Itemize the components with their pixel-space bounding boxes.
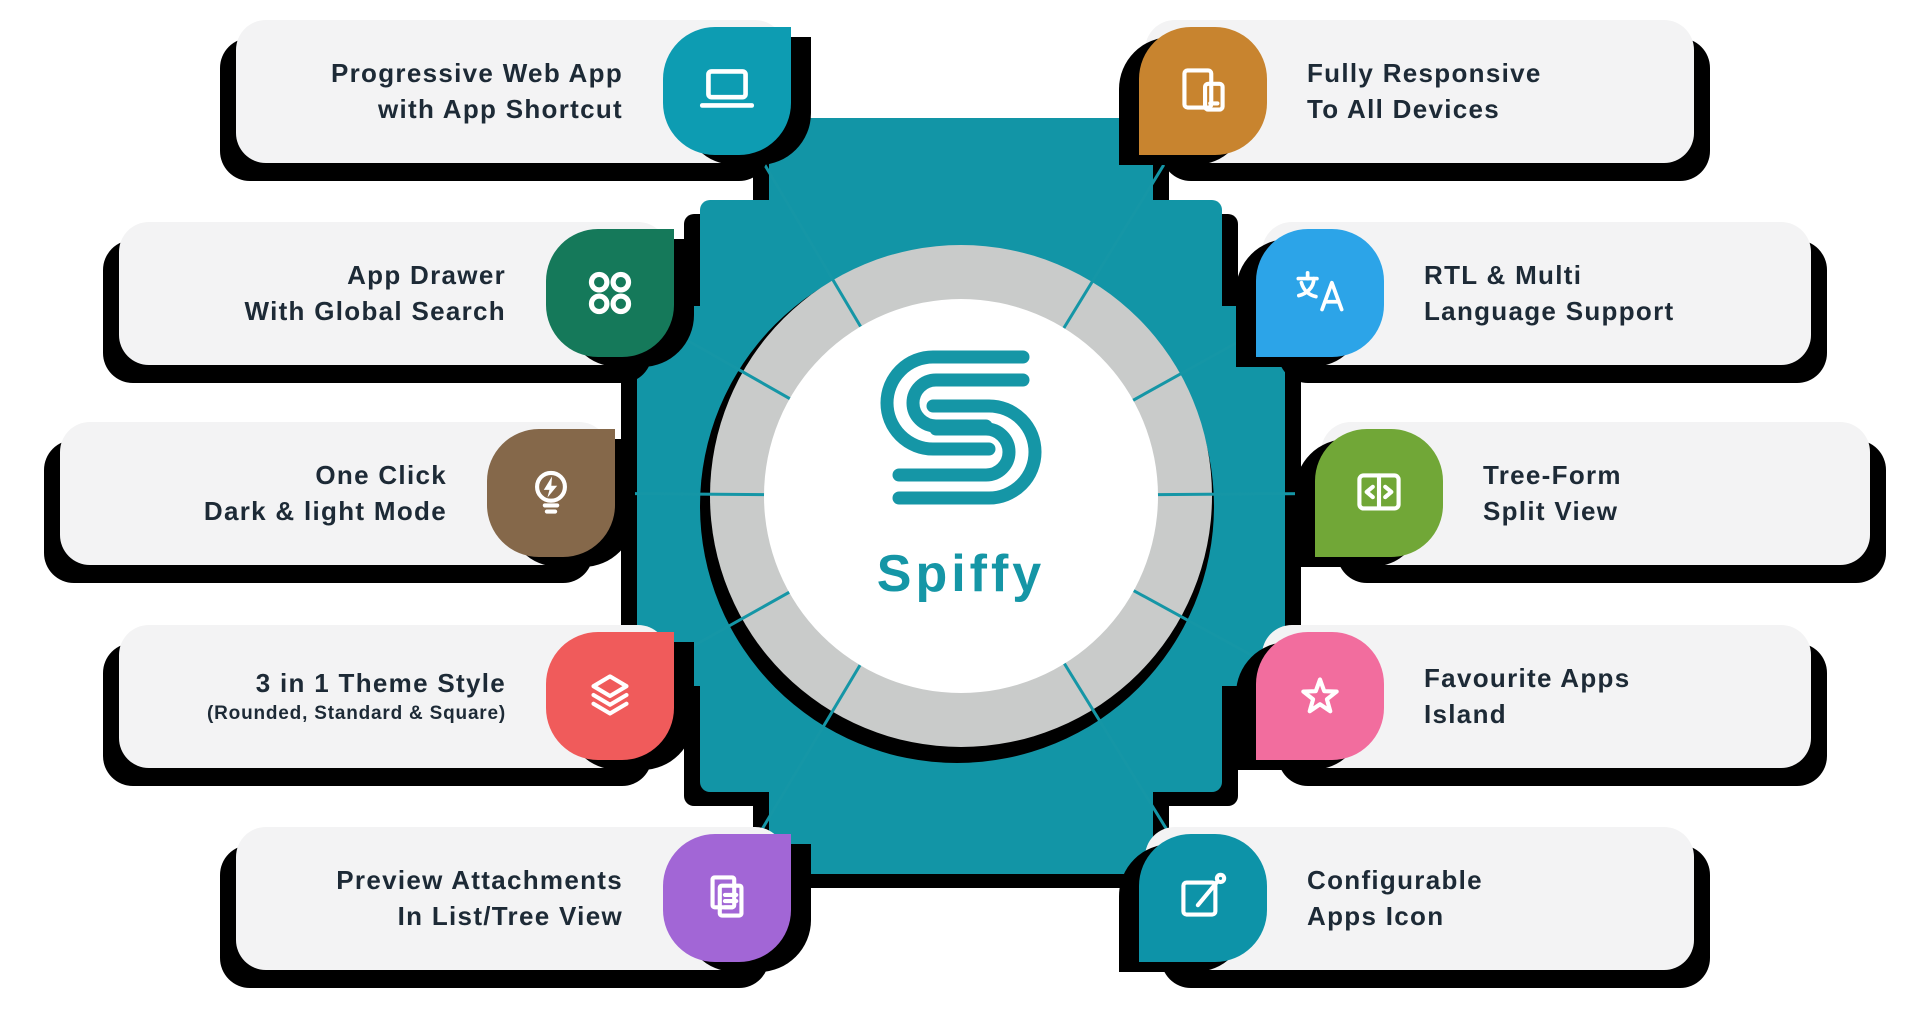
feature-card-progressive-web-app: Progressive Web App with App Shortcut (236, 20, 791, 163)
laptop-icon-badge (663, 27, 791, 155)
devices-icon-badge (1139, 27, 1267, 155)
feature-card-favourite-apps: Favourite Apps Island (1256, 625, 1811, 768)
feature-subtitle: In List/Tree View (397, 900, 623, 931)
star-icon (1301, 677, 1339, 714)
star-icon-badge (1256, 632, 1384, 760)
feature-subtitle: Language Support (1424, 295, 1675, 326)
feature-card-preview-attachments: Preview Attachments In List/Tree View (236, 827, 791, 970)
split-view-icon (1357, 473, 1401, 511)
feature-title: 3 in 1 Theme Style (255, 668, 506, 699)
feature-card-tree-form-split-view: Tree-Form Split View (1315, 422, 1870, 565)
feature-card-fully-responsive: Fully Responsive To All Devices (1139, 20, 1694, 163)
feature-subtitle: Split View (1483, 495, 1619, 526)
translate-icon (1296, 271, 1344, 312)
documents-icon-badge (663, 834, 791, 962)
laptop-icon (699, 69, 755, 108)
feature-title: Preview Attachments (336, 865, 623, 896)
feature-card-app-drawer: App Drawer With Global Search (119, 222, 674, 365)
split-view-icon-badge (1315, 429, 1443, 557)
feature-title: App Drawer (347, 260, 506, 291)
layers-icon (591, 674, 629, 716)
brand-name: Spiffy (876, 545, 1046, 603)
devices-icon (1182, 68, 1225, 112)
edit-app-icon-badge (1139, 834, 1267, 962)
translate-icon-badge (1256, 229, 1384, 357)
feature-title: Favourite Apps (1424, 663, 1631, 694)
feature-subtitle: To All Devices (1307, 93, 1501, 124)
feature-card-theme-style: 3 in 1 Theme Style (Rounded, Standard & … (119, 625, 674, 768)
feature-subtitle: Dark & light Mode (203, 495, 447, 526)
edit-app-icon (1181, 872, 1227, 917)
feature-title: Configurable (1307, 865, 1483, 896)
bulb-flash-icon-badge (487, 429, 615, 557)
feature-title: Progressive Web App (331, 58, 623, 89)
feature-subtitle: with App Shortcut (378, 93, 623, 124)
feature-subtitle: Island (1424, 698, 1507, 729)
feature-title: One Click (315, 460, 447, 491)
spiffy-logo-icon (880, 350, 1042, 505)
layers-icon-badge (546, 632, 674, 760)
app-grid-icon-badge (546, 229, 674, 357)
feature-subtitle: Apps Icon (1307, 900, 1445, 931)
app-grid-icon (588, 271, 632, 315)
feature-card-dark-light-mode: One Click Dark & light Mode (60, 422, 615, 565)
feature-subtitle: With Global Search (244, 295, 506, 326)
documents-icon (710, 875, 744, 918)
feature-subtitle: (Rounded, Standard & Square) (207, 703, 506, 725)
feature-card-configurable-apps-icon: Configurable Apps Icon (1139, 827, 1694, 970)
feature-title: RTL & Multi (1424, 260, 1583, 291)
feature-title: Fully Responsive (1307, 58, 1542, 89)
feature-title: Tree-Form (1483, 460, 1622, 491)
feature-card-rtl-language: RTL & Multi Language Support (1256, 222, 1811, 365)
bulb-flash-icon (535, 470, 567, 514)
